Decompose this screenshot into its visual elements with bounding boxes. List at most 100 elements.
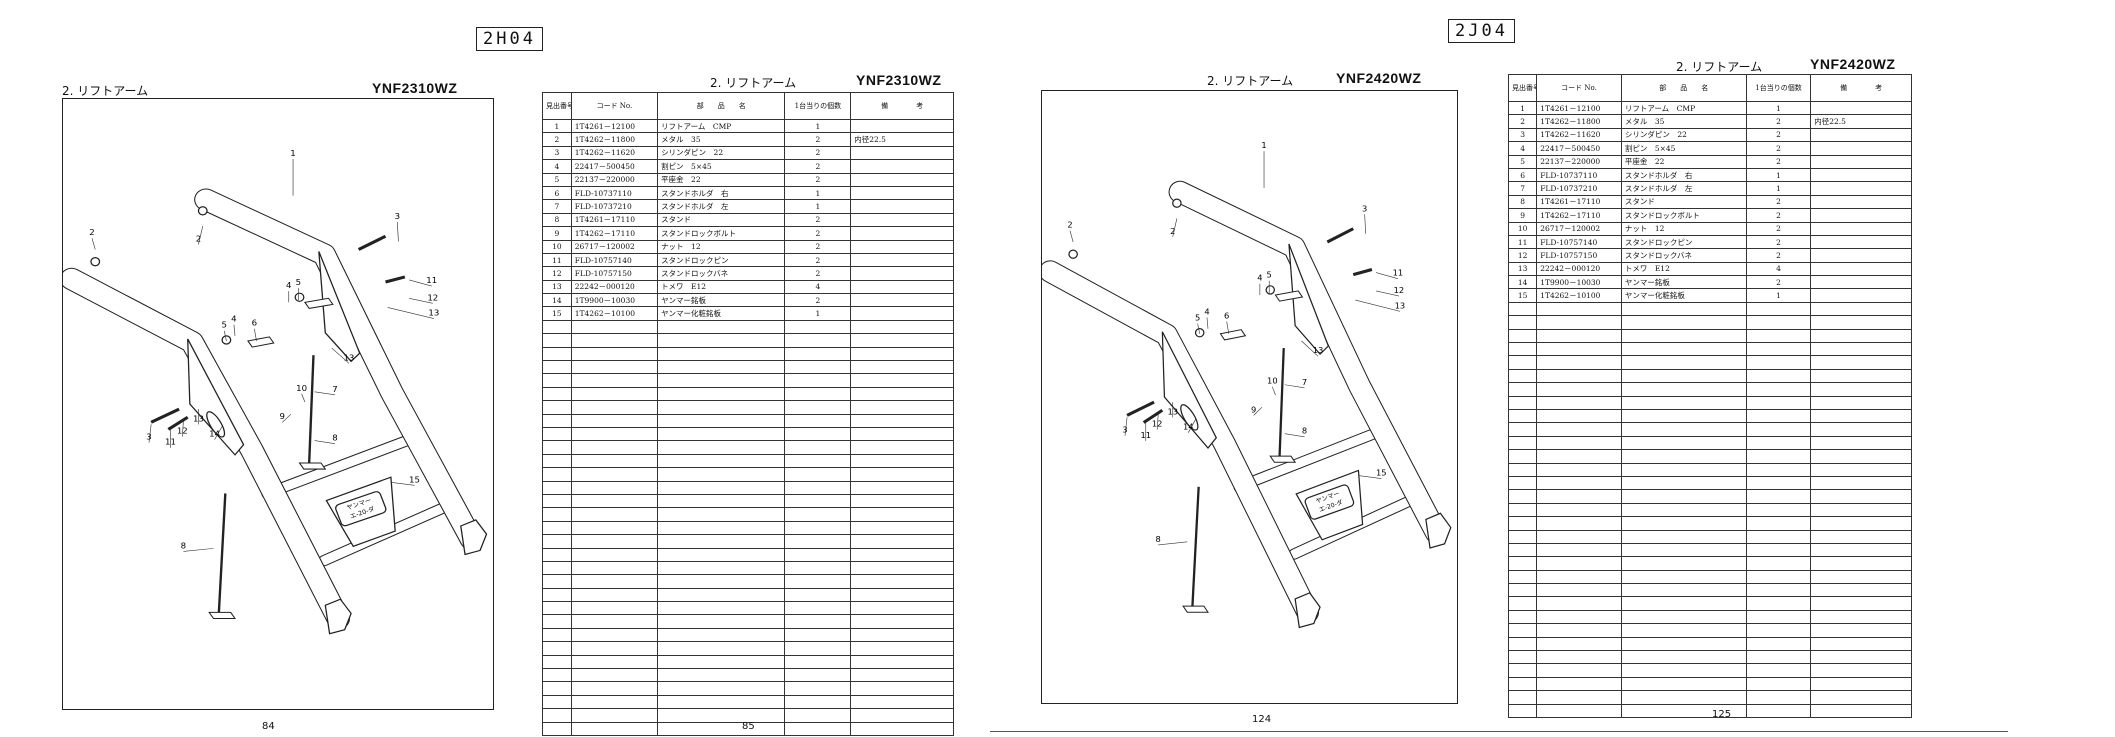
pin-bolt [1326, 227, 1354, 244]
code-cell [1536, 569, 1622, 585]
code-cell [570, 627, 659, 643]
remarks-cell [850, 212, 954, 228]
quantity-cell [1745, 676, 1812, 692]
part-name-cell [1620, 342, 1747, 357]
empty-table-row [542, 360, 954, 375]
part-name-cell: メタル 35 [1620, 114, 1747, 129]
callout-number: 10 [1267, 376, 1278, 386]
remarks-cell [1810, 650, 1912, 665]
callout-number: 13 [428, 308, 439, 318]
empty-table-row [542, 373, 954, 388]
bottom-bracket-right [460, 519, 488, 556]
quantity-cell: 2 [784, 239, 852, 254]
callout-leader-line [1364, 214, 1367, 234]
yanmar-nameplate [1180, 404, 1199, 431]
empty-table-row [542, 601, 954, 616]
remarks-cell [850, 426, 954, 442]
remarks-cell [1810, 194, 1912, 210]
ref-number-cell: 4 [542, 159, 572, 174]
remarks-cell [850, 172, 954, 187]
empty-table-row [1507, 475, 1912, 491]
code-cell [570, 467, 659, 482]
code-cell [570, 493, 659, 509]
quantity-cell [784, 386, 852, 402]
callout-leader-line [233, 324, 236, 336]
code-cell [1536, 368, 1622, 384]
remarks-cell [850, 614, 954, 629]
part-name-cell [1620, 542, 1747, 558]
callout-number: 3 [395, 211, 400, 221]
quantity-cell [1745, 529, 1812, 544]
remarks-cell [1810, 234, 1912, 250]
stand-right [307, 355, 315, 464]
ref-number-cell [1507, 475, 1538, 491]
callout-number: 12 [177, 426, 188, 436]
remarks-cell [850, 279, 954, 295]
ref-number-cell: 13 [542, 279, 572, 295]
callout-leader-line [390, 481, 415, 486]
quantity-cell [1745, 315, 1812, 330]
ref-number-cell [1507, 690, 1538, 705]
ref-number-cell [542, 373, 572, 388]
left-lift-arm [63, 268, 349, 629]
callout-leader-line [223, 330, 227, 342]
code-cell: 26717－120002 [570, 239, 659, 254]
page-code-box: 2H04 [476, 27, 543, 51]
ref-number-cell [1507, 676, 1538, 692]
remarks-cell [1810, 328, 1912, 344]
part-name-cell [1620, 596, 1747, 611]
remarks-cell [850, 681, 954, 696]
ref-number-cell [1507, 301, 1538, 317]
part-name-cell [657, 426, 786, 442]
part-name-cell [657, 467, 786, 482]
code-cell: 22242－000120 [570, 279, 659, 295]
callout-number: 11 [165, 437, 176, 447]
code-cell [1536, 690, 1622, 705]
part-name-cell [1620, 368, 1747, 384]
part-name-cell [1620, 636, 1747, 652]
callout-leader-line [314, 391, 336, 396]
remarks-cell [1810, 315, 1912, 330]
ref-number-cell: 6 [1507, 167, 1538, 183]
code-cell [570, 480, 659, 495]
part-name-cell: 平座金 22 [657, 172, 786, 187]
callout-leader-line [214, 426, 223, 440]
remarks-cell [1810, 502, 1912, 518]
ref-number-cell: 7 [542, 199, 572, 214]
code-cell [1536, 650, 1622, 665]
ref-number-cell [1507, 556, 1538, 571]
section-title: 2. リフトアーム [1207, 74, 1294, 88]
ref-number-cell: 14 [1507, 275, 1538, 290]
callout-leader-line [1284, 384, 1305, 389]
ref-number-cell [1507, 368, 1538, 384]
quantity-cell: 2 [1745, 141, 1812, 156]
empty-table-row [1507, 529, 1912, 544]
part-name-cell: ナット 12 [1620, 221, 1747, 236]
code-cell: 1T4262－11800 [1536, 114, 1622, 129]
part-name-cell [657, 547, 786, 562]
ref-number-cell [542, 534, 572, 549]
part-name-cell [657, 507, 786, 522]
code-cell [570, 386, 659, 402]
part-name-cell [1620, 435, 1747, 451]
quantity-cell [784, 440, 852, 455]
remarks-cell [850, 560, 954, 576]
quantity-cell [1745, 475, 1812, 491]
ref-number-cell [1507, 609, 1538, 625]
code-cell [1536, 703, 1622, 718]
right-lift-arm [195, 189, 483, 550]
ref-number-cell: 12 [1507, 248, 1538, 263]
code-cell: 22417－500450 [570, 159, 659, 174]
code-cell [570, 360, 659, 375]
part-name-cell [657, 373, 786, 388]
ref-number-cell [1507, 663, 1538, 678]
quantity-cell: 2 [1745, 154, 1812, 169]
callout-number: 8 [1302, 426, 1307, 436]
